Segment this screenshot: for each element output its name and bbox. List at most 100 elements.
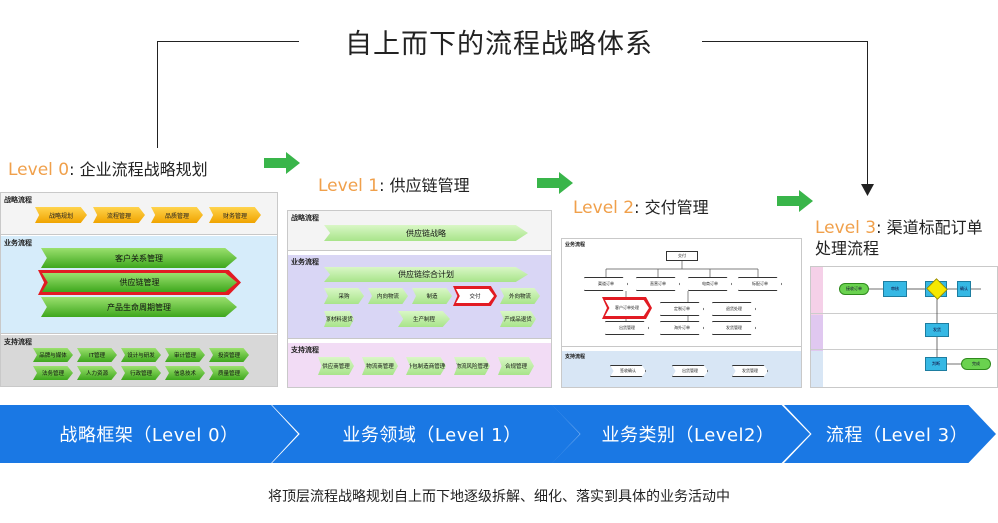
support-item: 物流风险管理 [454,357,490,375]
arrow-right-icon [777,190,813,212]
level1-panel: 战略流程 供应链战略 业务流程 供应链综合计划 采购 内向物流 制造 交付 外向… [287,210,552,388]
flow-node: 发货管理 [712,321,756,335]
connector-right-horizontal [702,41,868,42]
level2-support-section: 支持流程 签收确认 出货管理 发货管理 [562,351,801,387]
support-item: 法务管理 [33,366,73,380]
chain-item: 采购 [324,288,364,304]
flow-node: 电商订单 [688,277,732,291]
level1-support-section: 支持流程 供应商管理 物流商管理 外包制造商管理 物流风险管理 合规管理 [288,343,551,387]
level0-heading: Level 0: 企业流程战略规划 [8,160,208,180]
section-label: 业务流程 [565,242,586,248]
flow-node-end: 完成 [961,358,991,370]
level0-support-section: 支持流程 品牌与媒体 IT管理 设计与研发 审计管理 投资管理 法务管理 人力资… [1,335,277,386]
flow-node-start: 接收订单 [839,283,869,295]
band-level0: 战略框架（Level 0） [0,405,298,463]
connector-left-vertical [157,41,158,148]
support-item: 设计与研发 [121,348,161,362]
level0-strategy-section: 战略流程 战略规划 流程管理 品质管理 财务管理 [1,193,277,235]
strategy-item: 流程管理 [93,207,145,223]
support-item: 审计管理 [165,348,205,362]
strategy-item: 财务管理 [209,207,261,223]
flow-node: 审核 [883,281,907,297]
level1-strategy-section: 战略流程 供应链战略 [288,211,551,251]
business-item-highlighted: 供应链管理 [42,273,237,292]
section-label: 支持流程 [4,338,32,346]
level1-heading: Level 1: 供应链管理 [318,176,470,196]
level1-key: Level 1 [318,176,380,196]
support-item: 信息技术 [165,366,205,380]
level0-key: Level 0 [8,160,70,180]
support-item: 物流商管理 [362,357,398,375]
level3-heading: Level 3: 渠道标配订单 [815,218,983,238]
support-item: 投资管理 [209,348,249,362]
level0-business-section: 业务流程 客户关系管理 供应链管理 产品生命周期管理 [1,236,277,334]
support-item: 合规管理 [498,357,534,375]
swimlane-divider [811,349,997,350]
flow-node-highlighted: 客户订单处理 [605,300,649,316]
flow-node: 海外订单 [660,321,704,335]
chain-item: 制造 [412,288,452,304]
support-item: 质量管理 [209,366,249,380]
arrow-right-icon [537,172,573,194]
support-item: IT管理 [77,348,117,362]
plan-item: 供应链综合计划 [324,267,528,282]
section-label: 业务流程 [291,258,319,266]
level1-name: 供应链管理 [389,176,470,195]
flow-node: 直营订单 [636,277,680,291]
strategy-item: 供应链战略 [324,225,528,241]
flow-node: 渠道订单 [584,277,628,291]
support-node: 发货管理 [732,365,768,377]
chain-item: 内向物流 [368,288,408,304]
level0-panel: 战略流程 战略规划 流程管理 品质管理 财务管理 业务流程 客户关系管理 供应链… [0,192,278,387]
connector-left-horizontal [157,41,299,42]
band-level3: 流程（Level 3） [784,405,996,463]
business-item: 产品生命周期管理 [41,297,237,317]
section-label: 战略流程 [291,214,319,222]
level2-heading: Level 2: 交付管理 [573,198,709,218]
flow-node: 定制订单 [660,302,704,316]
level3-key: Level 3 [815,218,877,238]
flow-node: 出货管理 [605,321,649,335]
level3-panel: 接收订单 审核 检查 确认 发货 判断 完成 [810,266,998,388]
support-item: 外包制造商管理 [406,357,446,375]
connector-right-vertical [867,41,868,186]
chain-item: 外向物流 [500,288,540,304]
level2-business-section: 业务流程 交付 渠道订单 直营订单 电商订单 标配订单 客户订单处理 [562,239,801,347]
level2-name: 交付管理 [644,198,709,217]
flow-node: 标配订单 [738,277,782,291]
level3-heading-line2: 处理流程 [815,239,880,258]
support-item: 品牌与媒体 [33,348,73,362]
support-item: 行政管理 [121,366,161,380]
flow-node: 退货处理 [712,302,756,316]
flow-node: 判断 [925,357,947,371]
section-label: 业务流程 [4,239,32,247]
strategy-item: 品质管理 [151,207,203,223]
support-item: 人力资源 [77,366,117,380]
section-label: 支持流程 [565,354,586,360]
flow-node: 交付 [666,251,698,261]
level2-panel: 业务流程 交付 渠道订单 直营订单 电商订单 标配订单 客户订单处理 [561,238,802,388]
level2-key: Level 2 [573,198,635,218]
support-node: 出货管理 [672,365,708,377]
flow-node: 确认 [957,281,971,297]
support-node: 签收确认 [610,365,646,377]
caption: 将顶层流程战略规划自上而下地逐级拆解、细化、落实到具体的业务活动中 [268,489,730,505]
level3-name: 渠道标配订单 [886,218,983,237]
sub-item: 产成品退货 [500,311,536,327]
level0-name: 企业流程战略规划 [79,160,208,179]
business-item: 客户关系管理 [41,248,237,268]
sub-item: 生产制程 [398,311,450,327]
level1-business-section: 业务流程 供应链综合计划 采购 内向物流 制造 交付 外向物流 原材料退货 生产… [288,255,551,339]
flow-node: 发货 [925,323,949,337]
level3-flow-lines [869,288,981,365]
strategy-item: 战略规划 [35,207,87,223]
band-level2: 业务类别（Level2） [552,405,810,463]
support-item: 供应商管理 [318,357,354,375]
section-label: 战略流程 [4,196,32,204]
chain-item-highlighted: 交付 [456,289,494,303]
band-level1: 业务领域（Level 1） [272,405,580,463]
connector-arrowhead-icon [861,184,874,196]
section-label: 支持流程 [291,346,319,354]
sub-item: 原材料退货 [324,311,354,327]
swimlane-stripe [811,267,823,387]
